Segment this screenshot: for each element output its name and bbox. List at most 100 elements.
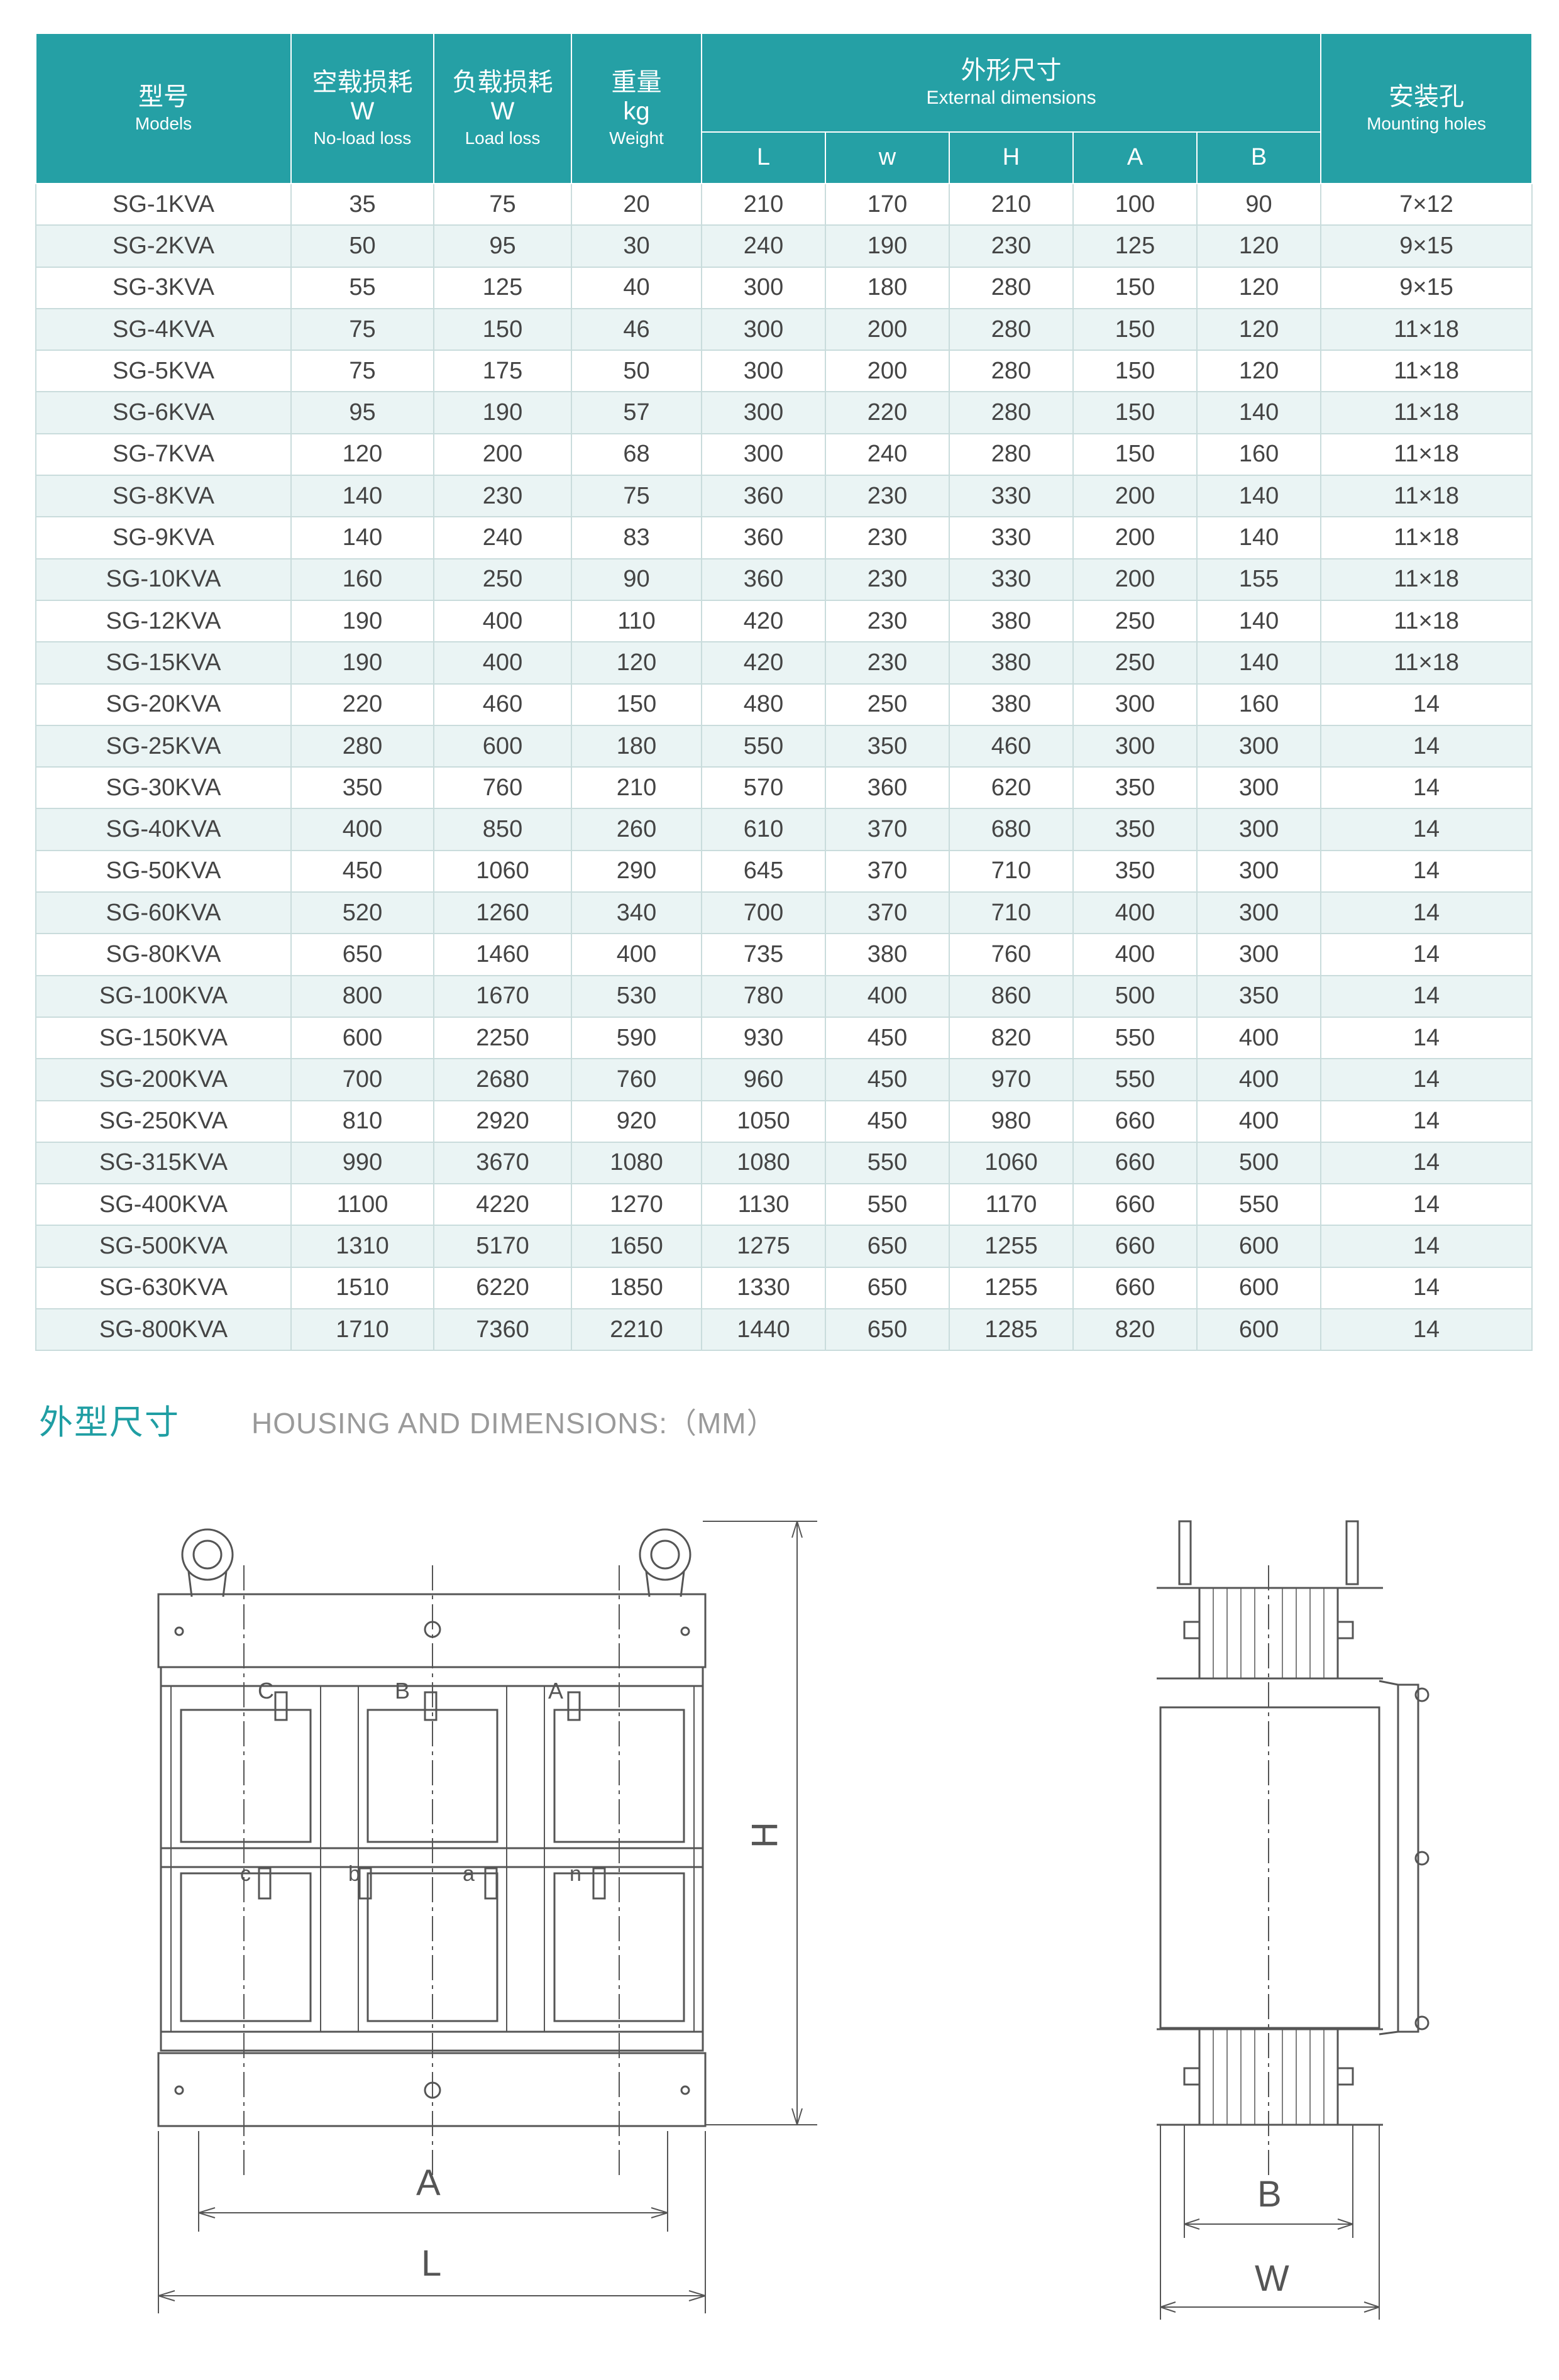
label-b-lower: b — [348, 1862, 360, 1886]
cell-weight: 1650 — [571, 1225, 702, 1268]
cell-dim-l: 480 — [701, 683, 826, 726]
cell-weight: 40 — [571, 266, 702, 309]
cell-dim-l: 1130 — [701, 1183, 826, 1226]
dim-l-label: L — [421, 2243, 441, 2284]
cell-noload-loss: 1100 — [290, 1183, 434, 1226]
cell-noload-loss: 50 — [290, 224, 434, 268]
cell-load-loss: 1670 — [433, 974, 572, 1018]
cell-model: SG-50KVA — [35, 849, 292, 893]
cell-dim-w: 380 — [825, 933, 950, 976]
header-dim-a: A — [1072, 131, 1198, 184]
cell-load-loss: 400 — [433, 599, 572, 643]
cell-dim-b: 120 — [1196, 350, 1322, 393]
cell-noload-loss: 190 — [290, 599, 434, 643]
cell-noload-loss: 990 — [290, 1141, 434, 1185]
cell-weight: 260 — [571, 808, 702, 851]
cell-dim-w: 360 — [825, 766, 950, 810]
header-weight: 重量 kg Weight — [571, 33, 702, 184]
cell-model: SG-4KVA — [35, 307, 292, 351]
cell-dim-l: 700 — [701, 891, 826, 935]
cell-dim-w: 550 — [825, 1183, 950, 1226]
cell-model: SG-400KVA — [35, 1183, 292, 1226]
cell-dim-a: 660 — [1072, 1225, 1198, 1268]
cell-weight: 30 — [571, 224, 702, 268]
cell-model: SG-250KVA — [35, 1099, 292, 1143]
cell-model: SG-7KVA — [35, 432, 292, 477]
cell-dim-b: 550 — [1196, 1183, 1322, 1226]
cell-mounting-holes: 14 — [1320, 933, 1533, 976]
cell-model: SG-2KVA — [35, 224, 292, 268]
cell-dim-l: 780 — [701, 974, 826, 1018]
cell-dim-l: 360 — [701, 516, 826, 559]
coil-c-upper — [180, 1709, 312, 1843]
cell-dim-l: 420 — [701, 641, 826, 685]
cell-dim-h: 330 — [949, 516, 1074, 559]
cell-weight: 20 — [571, 182, 702, 226]
cell-mounting-holes: 14 — [1320, 1058, 1533, 1101]
cell-dim-w: 370 — [825, 849, 950, 893]
cell-weight: 1270 — [571, 1183, 702, 1226]
label-n: n — [570, 1862, 581, 1886]
cell-dim-w: 450 — [825, 1016, 950, 1060]
cell-dim-a: 300 — [1072, 724, 1198, 768]
cell-dim-a: 125 — [1072, 224, 1198, 268]
cell-weight: 1850 — [571, 1266, 702, 1310]
cell-dim-a: 250 — [1072, 641, 1198, 685]
cell-model: SG-315KVA — [35, 1141, 292, 1185]
dim-w-label: W — [1255, 2258, 1289, 2299]
cell-dim-l: 960 — [701, 1058, 826, 1101]
cell-load-loss: 5170 — [433, 1225, 572, 1268]
cell-load-loss: 1060 — [433, 849, 572, 893]
cell-dim-a: 250 — [1072, 599, 1198, 643]
cell-mounting-holes: 14 — [1320, 683, 1533, 726]
cell-weight: 210 — [571, 766, 702, 810]
label-c: C — [258, 1678, 274, 1704]
cell-dim-b: 300 — [1196, 724, 1322, 768]
cell-dim-l: 1440 — [701, 1308, 826, 1352]
cell-mounting-holes: 14 — [1320, 724, 1533, 768]
cell-noload-loss: 350 — [290, 766, 434, 810]
cell-dim-b: 350 — [1196, 974, 1322, 1018]
cell-noload-loss: 1310 — [290, 1225, 434, 1268]
cell-dim-w: 550 — [825, 1141, 950, 1185]
cell-noload-loss: 140 — [290, 475, 434, 518]
cell-mounting-holes: 14 — [1320, 1225, 1533, 1268]
cell-noload-loss: 120 — [290, 432, 434, 477]
cell-mounting-holes: 14 — [1320, 1141, 1533, 1185]
cell-noload-loss: 160 — [290, 558, 434, 601]
header-dim-l: L — [701, 131, 826, 184]
cell-weight: 590 — [571, 1016, 702, 1060]
cell-dim-w: 170 — [825, 182, 950, 226]
dimension-drawing: C B A c b a n H A L — [157, 1520, 1430, 2320]
cell-dim-l: 300 — [701, 432, 826, 477]
cell-dim-b: 120 — [1196, 307, 1322, 351]
cell-model: SG-12KVA — [35, 599, 292, 643]
coil-a-lower — [553, 1872, 685, 2022]
cell-model: SG-6KVA — [35, 391, 292, 434]
label-c-lower: c — [240, 1862, 251, 1886]
cell-dim-a: 150 — [1072, 350, 1198, 393]
cell-noload-loss: 600 — [290, 1016, 434, 1060]
cell-load-loss: 760 — [433, 766, 572, 810]
cell-dim-w: 230 — [825, 516, 950, 559]
cell-mounting-holes: 11×18 — [1320, 432, 1533, 477]
cell-load-loss: 2920 — [433, 1099, 572, 1143]
cell-noload-loss: 400 — [290, 808, 434, 851]
cell-dim-h: 330 — [949, 558, 1074, 601]
cell-dim-h: 980 — [949, 1099, 1074, 1143]
cell-noload-loss: 520 — [290, 891, 434, 935]
cell-load-loss: 200 — [433, 432, 572, 477]
cell-dim-l: 735 — [701, 933, 826, 976]
cell-noload-loss: 75 — [290, 350, 434, 393]
cell-dim-w: 230 — [825, 475, 950, 518]
cell-dim-h: 710 — [949, 849, 1074, 893]
cell-dim-w: 450 — [825, 1058, 950, 1101]
cell-mounting-holes: 11×18 — [1320, 391, 1533, 434]
cell-noload-loss: 1710 — [290, 1308, 434, 1352]
